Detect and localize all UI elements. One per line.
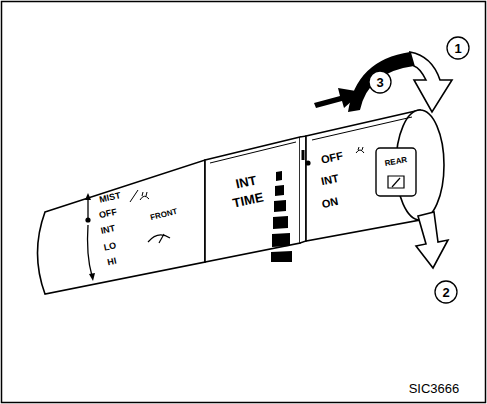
position-label: HI [107, 257, 118, 268]
figure-code: SIC3666 [409, 382, 460, 395]
callout-number: 3 [376, 76, 383, 89]
callout-number: 2 [442, 286, 449, 299]
callout-number: 1 [454, 42, 461, 55]
